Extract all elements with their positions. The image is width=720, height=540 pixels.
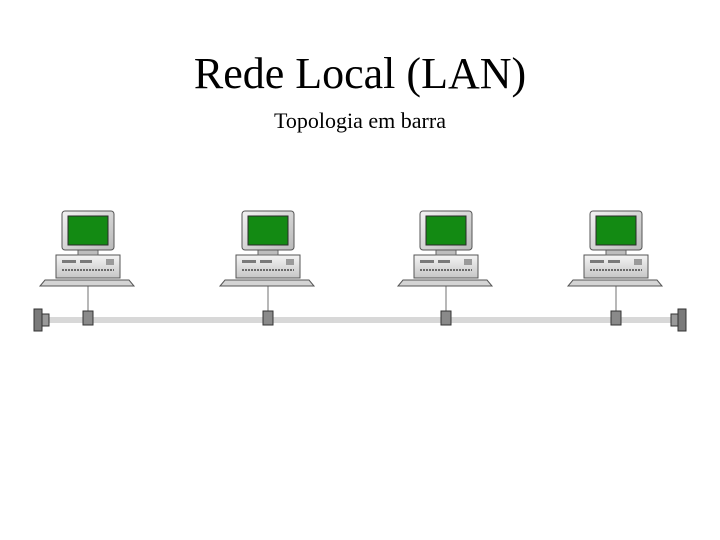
drive-bay: [420, 260, 434, 263]
bus-connector: [262, 310, 274, 326]
computer-node: [566, 210, 664, 326]
keyboard: [396, 279, 494, 287]
terminator-right: [670, 308, 687, 332]
computer-node: [396, 210, 494, 326]
terminator-left: [33, 308, 50, 332]
drive-bay: [438, 260, 450, 263]
bus-cable: [40, 317, 682, 323]
drive-bay: [608, 260, 620, 263]
slide-title: Rede Local (LAN): [193, 49, 527, 98]
drive-bay: [62, 260, 76, 263]
system-case: [583, 254, 649, 279]
power-button: [106, 259, 114, 265]
computer-node: [38, 210, 136, 326]
drive-bay: [242, 260, 256, 263]
keyboard: [38, 279, 136, 287]
monitor-screen: [247, 215, 289, 246]
monitor-screen: [425, 215, 467, 246]
drive-bay: [590, 260, 604, 263]
bus-connector: [82, 310, 94, 326]
system-case: [55, 254, 121, 279]
drive-bay: [80, 260, 92, 263]
keyboard: [566, 279, 664, 287]
system-case: [413, 254, 479, 279]
power-button: [464, 259, 472, 265]
bus-connector: [440, 310, 452, 326]
monitor-screen: [595, 215, 637, 246]
power-button: [634, 259, 642, 265]
power-button: [286, 259, 294, 265]
drive-bay: [260, 260, 272, 263]
monitor-screen: [67, 215, 109, 246]
slide-subtitle: Topologia em barra: [274, 108, 446, 133]
system-case: [235, 254, 301, 279]
computer-node: [218, 210, 316, 326]
keyboard: [218, 279, 316, 287]
bus-connector: [610, 310, 622, 326]
